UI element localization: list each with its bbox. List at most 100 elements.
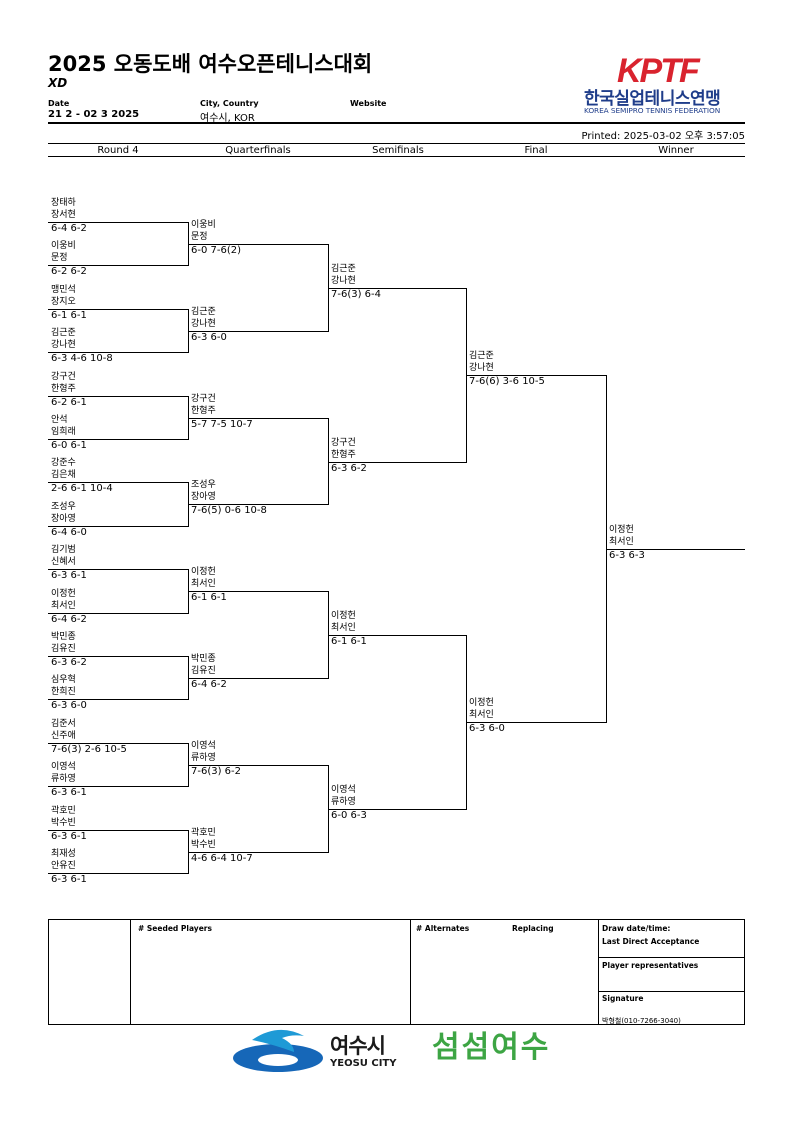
sf-entry-0-score: 7-6(3) 6-4 <box>331 289 382 300</box>
alternates-label: # Alternates <box>416 924 470 933</box>
r4-entry-4-player1: 강구건 <box>51 372 76 382</box>
qf-entry-6-score: 7-6(3) 6-2 <box>191 766 242 777</box>
r4-entry-3-player1: 김근준 <box>51 328 76 338</box>
qf-entry-5-line <box>188 678 328 679</box>
yeosu-slogan: 섬섬여수 <box>432 1022 550 1066</box>
yeosu-city-logo: 여수시 YEOSU CITY <box>232 1024 412 1074</box>
qf-entry-5-score: 6-4 6-2 <box>191 679 227 690</box>
final-entry-0-player2: 강나현 <box>469 363 494 373</box>
winner-entry-player1: 이정헌 <box>609 525 634 535</box>
r4-entry-5-player1: 안석 <box>51 415 68 425</box>
final-entry-1-score: 6-3 6-0 <box>469 723 505 734</box>
r4-entry-10-score: 6-3 6-2 <box>51 657 87 668</box>
r4-entry-15-player2: 안유진 <box>51 861 76 871</box>
r4-entry-4-score: 6-2 6-1 <box>51 397 87 408</box>
r4-entry-2-line <box>48 309 188 310</box>
r4-entry-11-player2: 한희진 <box>51 687 76 697</box>
qf-entry-4-line <box>188 591 328 592</box>
r4-entry-14-player1: 곽호민 <box>51 806 76 816</box>
winner-entry-score: 6-3 6-3 <box>609 550 645 561</box>
kptf-logo: KPTF 한국실업테니스연맹 KOREA SEMIPRO TENNIS FEDE… <box>582 50 742 120</box>
r4-entry-12-line <box>48 743 188 744</box>
r4-entry-14-player2: 박수빈 <box>51 818 76 828</box>
r4-entry-9-line <box>48 613 188 614</box>
qf-entry-5-player2: 김유진 <box>191 666 216 676</box>
qf-entry-0-score: 6-0 7-6(2) <box>191 245 242 256</box>
rounds-rule-bottom <box>48 156 745 157</box>
kptf-logo-text: KPTF <box>617 52 701 90</box>
r4-entry-7-player1: 조성우 <box>51 502 76 512</box>
sf-entry-3-score: 6-0 6-3 <box>331 810 367 821</box>
r4-entry-11-score: 6-3 6-0 <box>51 700 87 711</box>
r4-entry-9-score: 6-4 6-2 <box>51 614 87 625</box>
round-header-qf: Quarterfinals <box>225 145 291 156</box>
qf-entry-1-player2: 강나현 <box>191 319 216 329</box>
sf-entry-3-line <box>328 809 466 810</box>
r4-entry-3-player2: 강나현 <box>51 340 76 350</box>
r4-entry-9-player2: 최서인 <box>51 601 76 611</box>
r4-entry-0-score: 6-4 6-2 <box>51 223 87 234</box>
r4-entry-5-player2: 임희래 <box>51 427 76 437</box>
sf-entry-0-line <box>328 288 466 289</box>
qf-entry-4-score: 6-1 6-1 <box>191 592 227 603</box>
r4-entry-2-player2: 장지오 <box>51 297 76 307</box>
player-representatives-label: Player representatives <box>602 961 699 970</box>
r4-entry-1-player1: 이웅비 <box>51 241 76 251</box>
qf-entry-4-player2: 최서인 <box>191 579 216 589</box>
sf-entry-2-player2: 최서인 <box>331 623 356 633</box>
last-direct-acceptance-label: Last Direct Acceptance <box>602 937 700 946</box>
yeosu-slogan-text: 섬섬여수 <box>432 1030 551 1065</box>
r4-entry-6-player2: 김은채 <box>51 470 76 480</box>
qf-entry-2-line <box>188 418 328 419</box>
seeded-players-label: # Seeded Players <box>138 924 212 933</box>
signature-label: Signature <box>602 994 644 1003</box>
city-value: 여수시, KOR <box>200 113 255 124</box>
r4-entry-8-player2: 신혜서 <box>51 557 76 567</box>
replacing-label: Replacing <box>512 924 554 933</box>
r4-entry-11-player1: 심우혁 <box>51 675 76 685</box>
qf-entry-2-score: 5-7 7-5 10-7 <box>191 419 253 430</box>
r4-entry-11-line <box>48 699 188 700</box>
r4-entry-6-score: 2-6 6-1 10-4 <box>51 483 113 494</box>
yeosu-city-name-ko: 여수시 <box>330 1034 386 1058</box>
qf-connector-1 <box>328 418 329 505</box>
r4-entry-6-player1: 강준수 <box>51 458 76 468</box>
r4-entry-6-line <box>48 482 188 483</box>
qf-entry-3-score: 7-6(5) 0-6 10-8 <box>191 505 267 516</box>
r4-entry-14-score: 6-3 6-1 <box>51 831 87 842</box>
winner-entry-player2: 최서인 <box>609 537 634 547</box>
qf-entry-3-player1: 조성우 <box>191 480 216 490</box>
r4-entry-1-score: 6-2 6-2 <box>51 266 87 277</box>
final-entry-1-player1: 이정헌 <box>469 698 494 708</box>
sf-entry-1-line <box>328 462 466 463</box>
round-header-sf: Semifinals <box>372 145 424 156</box>
qf-entry-0-player1: 이웅비 <box>191 220 216 230</box>
r4-entry-3-score: 6-3 4-6 10-8 <box>51 353 113 364</box>
printed-timestamp: Printed: 2025-03-02 오후 3:57:05 <box>581 131 745 142</box>
r4-entry-13-line <box>48 786 188 787</box>
qf-entry-1-player1: 김근준 <box>191 307 216 317</box>
r4-entry-8-player1: 김기범 <box>51 545 76 555</box>
r4-entry-8-score: 6-3 6-1 <box>51 570 87 581</box>
r4-entry-12-player1: 김준서 <box>51 719 76 729</box>
final-entry-1-player2: 최서인 <box>469 710 494 720</box>
qf-entry-7-player1: 곽호민 <box>191 828 216 838</box>
footer-row-rule-2 <box>598 991 745 992</box>
r4-entry-10-line <box>48 656 188 657</box>
kptf-logo-mark: KPTF <box>617 52 703 90</box>
r4-entry-10-player2: 김유진 <box>51 644 76 654</box>
r4-entry-7-player2: 장아영 <box>51 514 76 524</box>
qf-entry-0-player2: 문정 <box>191 232 208 242</box>
r4-entry-1-player2: 문정 <box>51 253 68 263</box>
round-header-r4: Round 4 <box>97 145 139 156</box>
round-header-winner: Winner <box>658 145 694 156</box>
r4-entry-15-score: 6-3 6-1 <box>51 874 87 885</box>
sf-entry-3-player2: 류하영 <box>331 797 356 807</box>
qf-entry-7-player2: 박수빈 <box>191 840 216 850</box>
footer-info-box <box>48 919 745 1025</box>
final-entry-0-player1: 김근준 <box>469 351 494 361</box>
final-entry-0-score: 7-6(6) 3-6 10-5 <box>469 376 545 387</box>
r4-entry-0-player2: 장서현 <box>51 210 76 220</box>
footer-row-rule-1 <box>598 957 745 958</box>
r4-entry-9-player1: 이정헌 <box>51 589 76 599</box>
